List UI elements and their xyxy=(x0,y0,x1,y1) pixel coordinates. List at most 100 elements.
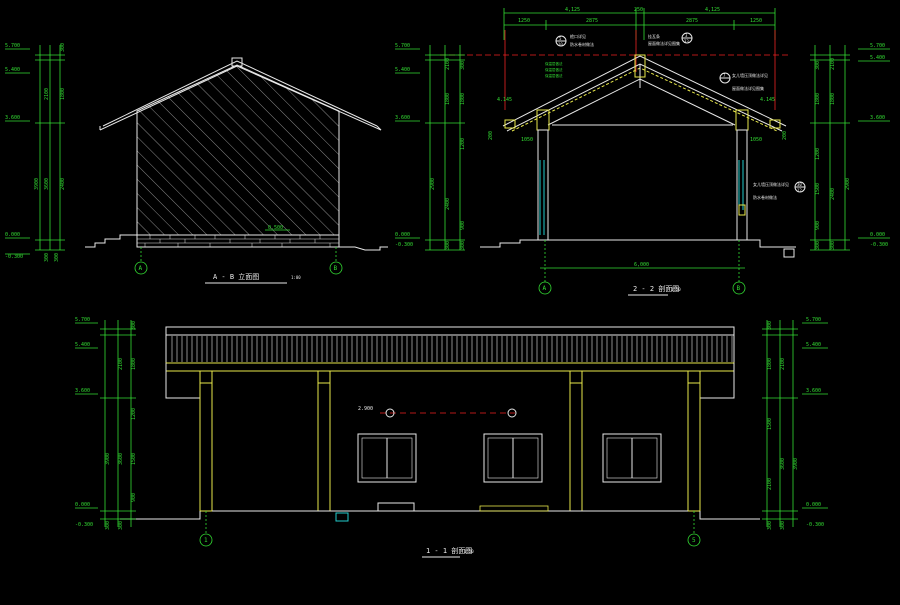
svg-text:2100: 2100 xyxy=(767,478,773,490)
svg-text:2100: 2100 xyxy=(118,358,124,370)
svg-text:A: A xyxy=(543,285,547,292)
svg-text:5.700: 5.700 xyxy=(5,43,20,49)
svg-text:-0.300: -0.300 xyxy=(870,242,888,248)
svg-text:B: B xyxy=(334,265,338,272)
axis-bubble-1 xyxy=(199,533,213,547)
svg-text:4.145: 4.145 xyxy=(760,97,775,103)
ridge-beam xyxy=(634,54,646,78)
section-roof-top xyxy=(502,55,787,127)
svg-text:1:00: 1:00 xyxy=(291,275,301,280)
section-22: 4,125 250 4,125 1250 2875 2875 1250 xyxy=(440,7,806,296)
elevation-ab: 0.500 A B A - B 立面图 1:00 xyxy=(85,57,388,284)
roof-band xyxy=(165,326,735,364)
svg-text:1500: 1500 xyxy=(815,183,821,195)
svg-text:3900: 3900 xyxy=(105,453,111,465)
dims-right-section-22: 5.700 5.400 3.600 0.000 -0.300 300 2100 … xyxy=(810,43,890,251)
axis-bubble-a-section xyxy=(538,281,552,295)
svg-text:3600: 3600 xyxy=(118,453,124,465)
svg-text:A: A xyxy=(139,265,143,272)
roof-tile-ribs xyxy=(171,336,733,362)
axis-bubble-b-section xyxy=(732,281,746,295)
right-wall-section xyxy=(736,129,748,241)
gable-wall-hatched xyxy=(136,64,340,236)
svg-text:1800: 1800 xyxy=(460,93,466,105)
left-wall-section xyxy=(537,129,549,241)
svg-text:3.600: 3.600 xyxy=(870,115,885,121)
svg-text:1200: 1200 xyxy=(460,138,466,150)
svg-text:300: 300 xyxy=(830,241,836,250)
svg-text:300: 300 xyxy=(44,253,50,262)
svg-text:保温层做法: 保温层做法 xyxy=(545,67,563,72)
svg-text:300: 300 xyxy=(118,521,124,530)
svg-text:5.400: 5.400 xyxy=(5,67,20,73)
svg-text:900: 900 xyxy=(460,221,466,230)
title-section-22: 2 - 2 剖面图 xyxy=(633,284,679,293)
axis-bubble-5 xyxy=(687,533,701,547)
svg-text:3900: 3900 xyxy=(34,178,40,190)
svg-text:2400: 2400 xyxy=(445,198,451,210)
svg-text:5.700: 5.700 xyxy=(806,317,821,323)
svg-text:防水卷材做法: 防水卷材做法 xyxy=(570,41,594,47)
svg-text:5.400: 5.400 xyxy=(806,342,821,348)
svg-text:3900: 3900 xyxy=(793,458,799,470)
svg-text:3.600: 3.600 xyxy=(75,388,90,394)
svg-text:2.900: 2.900 xyxy=(358,406,373,412)
svg-text:B: B xyxy=(737,285,741,292)
svg-text:3600: 3600 xyxy=(44,178,50,190)
elevation-roof-line xyxy=(102,60,378,127)
svg-text:2100: 2100 xyxy=(780,358,786,370)
level-0500: 0.500 xyxy=(268,225,283,231)
title-section-11: 1 - 1 剖面图 xyxy=(426,546,472,555)
dims-left-elevation: 5.700 5.400 3.600 0.000 -0.300 300 2100 … xyxy=(5,43,66,262)
svg-text:1: 1 xyxy=(204,537,208,544)
svg-text:2875: 2875 xyxy=(586,18,598,24)
svg-text:1800: 1800 xyxy=(445,93,451,105)
svg-text:1800: 1800 xyxy=(830,93,836,105)
roof-slab xyxy=(165,362,735,372)
svg-text:1250: 1250 xyxy=(518,18,530,24)
svg-text:0.000: 0.000 xyxy=(395,232,410,238)
svg-text:1800: 1800 xyxy=(815,93,821,105)
svg-text:2400: 2400 xyxy=(830,188,836,200)
title-elevation-ab: A - B 立面图 xyxy=(213,272,259,281)
svg-text:3: 3 xyxy=(685,33,688,38)
svg-text:3600: 3600 xyxy=(780,458,786,470)
svg-text:7: 7 xyxy=(723,73,726,78)
axis-bubble-b xyxy=(329,261,343,275)
svg-text:-0.300: -0.300 xyxy=(806,522,824,528)
dims-left-section-11: 5.700 5.400 3.600 0.000 -0.300 300 2100 … xyxy=(75,317,137,530)
svg-text:5.700: 5.700 xyxy=(395,43,410,49)
svg-text:4,125: 4,125 xyxy=(705,7,720,13)
svg-text:保温层做法: 保温层做法 xyxy=(545,61,563,66)
columns xyxy=(199,370,701,512)
svg-text:3.600: 3.600 xyxy=(5,115,20,121)
svg-text:2100: 2100 xyxy=(44,88,50,100)
svg-text:3.600: 3.600 xyxy=(395,115,410,121)
svg-text:1500: 1500 xyxy=(767,418,773,430)
dims-right-section-11: 5.700 5.400 3.600 0.000 -0.300 300 1800 … xyxy=(762,317,828,530)
svg-text:5.700: 5.700 xyxy=(75,317,90,323)
svg-text:5.400: 5.400 xyxy=(395,67,410,73)
svg-text:5.400: 5.400 xyxy=(75,342,90,348)
svg-text:5: 5 xyxy=(692,537,696,544)
svg-text:1:50: 1:50 xyxy=(464,549,474,554)
svg-text:2100: 2100 xyxy=(445,58,451,70)
svg-text:-0.300: -0.300 xyxy=(395,242,413,248)
svg-text:-0.300: -0.300 xyxy=(5,254,23,260)
svg-text:挂瓦条: 挂瓦条 xyxy=(648,33,660,39)
svg-text:30: 30 xyxy=(797,182,802,187)
svg-text:900: 900 xyxy=(815,221,821,230)
svg-text:3.600: 3.600 xyxy=(806,388,821,394)
roof-truss-bottom xyxy=(547,78,736,126)
svg-text:1200: 1200 xyxy=(815,148,821,160)
svg-text:1800: 1800 xyxy=(60,88,66,100)
svg-text:檐口详见: 檐口详见 xyxy=(570,33,586,39)
windows xyxy=(357,433,662,483)
axis-bubble-a xyxy=(134,261,148,275)
svg-text:2100: 2100 xyxy=(830,58,836,70)
svg-text:0.000: 0.000 xyxy=(806,502,821,508)
svg-text:300: 300 xyxy=(460,241,466,250)
svg-text:防水卷材做法: 防水卷材做法 xyxy=(753,194,777,200)
svg-text:女儿墙压顶做法详见: 女儿墙压顶做法详见 xyxy=(753,181,789,187)
svg-text:300: 300 xyxy=(767,321,773,330)
